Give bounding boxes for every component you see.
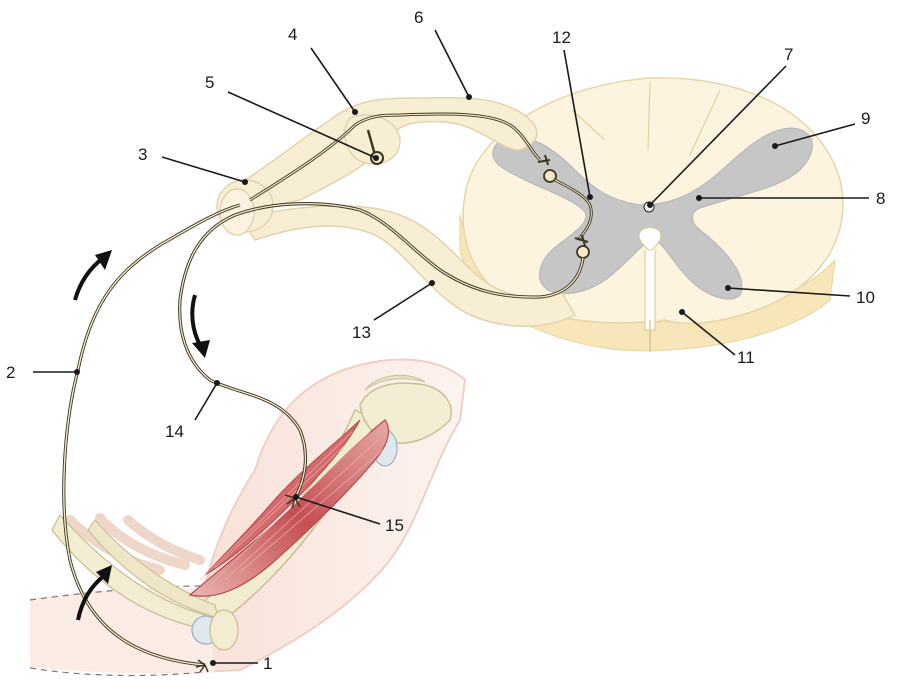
- label-10: 10: [856, 288, 875, 307]
- leader-4: [311, 48, 355, 112]
- label-15: 15: [385, 516, 404, 535]
- label-1: 1: [263, 654, 272, 673]
- leader-1-dot: [210, 660, 216, 666]
- leader-8-dot: [696, 195, 702, 201]
- leader-14-dot: [214, 380, 220, 386]
- leader-12-dot: [587, 194, 593, 200]
- label-5: 5: [205, 73, 214, 92]
- label-6: 6: [414, 8, 423, 27]
- label-11: 11: [737, 348, 755, 367]
- arrow-down-motor-head-icon: [192, 340, 210, 358]
- leader-2-dot: [74, 369, 80, 375]
- label-2: 2: [6, 363, 15, 382]
- leader-10-dot: [725, 285, 731, 291]
- label-3: 3: [138, 145, 147, 164]
- leader-6: [435, 30, 469, 97]
- elbow-bone-head: [210, 610, 238, 650]
- leader-3-dot: [242, 179, 248, 185]
- leader-5-dot: [373, 155, 379, 161]
- leader-7-dot: [647, 202, 653, 208]
- label-4: 4: [288, 25, 297, 44]
- leader-4-dot: [352, 109, 358, 115]
- arrow-up-upper-icon: [75, 258, 103, 300]
- arrow-down-motor-icon: [192, 295, 200, 345]
- label-14: 14: [165, 422, 184, 441]
- leader-3: [162, 157, 245, 182]
- leader-11-dot: [679, 309, 685, 315]
- label-13: 13: [352, 323, 371, 342]
- interneuron-cell-body-upper: [544, 170, 556, 182]
- leader-6-dot: [466, 94, 472, 100]
- label-12: 12: [552, 28, 571, 47]
- leader-14: [195, 383, 217, 420]
- leader-9-dot: [772, 143, 778, 149]
- leader-13-dot: [429, 280, 435, 286]
- motor-neuron-cell-body: [577, 246, 589, 258]
- label-8: 8: [876, 189, 885, 208]
- label-7: 7: [784, 45, 793, 64]
- leader-15-dot: [293, 494, 299, 500]
- leader-13: [374, 283, 432, 320]
- anterior-median-fissure: [645, 250, 655, 330]
- label-9: 9: [861, 109, 870, 128]
